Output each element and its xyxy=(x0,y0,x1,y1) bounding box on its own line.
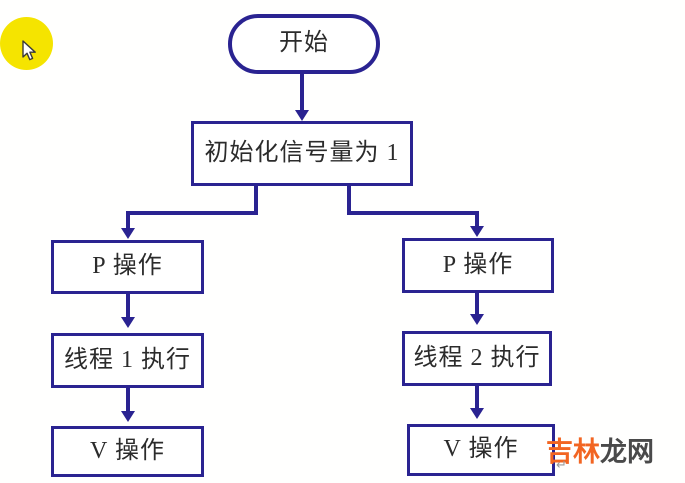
edge-init-left-drop xyxy=(126,211,130,232)
node-p-operation-right[interactable]: P 操作 xyxy=(402,238,554,293)
edge-init-left-horizontal xyxy=(126,211,258,215)
edge-init-right-drop xyxy=(475,211,479,230)
edge-start-to-init-line xyxy=(300,72,304,114)
node-v-operation-left[interactable]: V 操作 xyxy=(51,426,204,477)
node-p-operation-right-label: P 操作 xyxy=(442,251,514,278)
edge-init-right-horizontal xyxy=(347,211,479,215)
edge-p-left-to-thread1-line xyxy=(126,293,130,319)
node-thread1-execute[interactable]: 线程 1 执行 xyxy=(51,333,204,388)
watermark: 吉林龙网 xyxy=(546,430,654,469)
edge-p-right-to-thread2-line xyxy=(475,292,479,316)
node-v-operation-right[interactable]: V 操作 xyxy=(407,424,555,476)
node-init-semaphore-label: 初始化信号量为 1 xyxy=(204,139,400,166)
node-thread2-execute-label: 线程 2 执行 xyxy=(413,344,541,371)
watermark-secondary-text: 龙网 xyxy=(600,437,654,468)
edge-init-right-stub xyxy=(347,184,351,214)
edge-init-to-p-left-arrowhead xyxy=(121,228,135,239)
edge-init-to-p-right-arrowhead xyxy=(470,226,484,237)
edge-thread2-to-v-right-arrowhead xyxy=(470,408,484,419)
cursor-highlight-circle xyxy=(0,17,53,70)
node-v-operation-left-label: V 操作 xyxy=(90,437,165,464)
edge-p-right-to-thread2-arrowhead xyxy=(470,314,484,325)
edge-start-to-init-arrowhead xyxy=(295,110,309,121)
node-p-operation-left[interactable]: P 操作 xyxy=(51,240,204,294)
edge-thread2-to-v-right-line xyxy=(475,385,479,410)
node-init-semaphore[interactable]: 初始化信号量为 1 xyxy=(191,121,413,186)
watermark-primary-text: 吉林 xyxy=(546,437,600,468)
node-thread1-execute-label: 线程 1 执行 xyxy=(64,346,191,373)
node-start-label: 开始 xyxy=(279,30,329,56)
edge-p-left-to-thread1-arrowhead xyxy=(121,317,135,328)
node-thread2-execute[interactable]: 线程 2 执行 xyxy=(402,331,552,386)
node-v-operation-right-label: V 操作 xyxy=(443,436,519,462)
node-p-operation-left-label: P 操作 xyxy=(92,253,163,279)
node-start[interactable]: 开始 xyxy=(228,14,380,74)
edge-thread1-to-v-left-line xyxy=(126,387,130,413)
edge-thread1-to-v-left-arrowhead xyxy=(121,411,135,422)
paragraph-return-mark: ↵ xyxy=(556,458,567,473)
edge-init-left-stub xyxy=(254,184,258,214)
